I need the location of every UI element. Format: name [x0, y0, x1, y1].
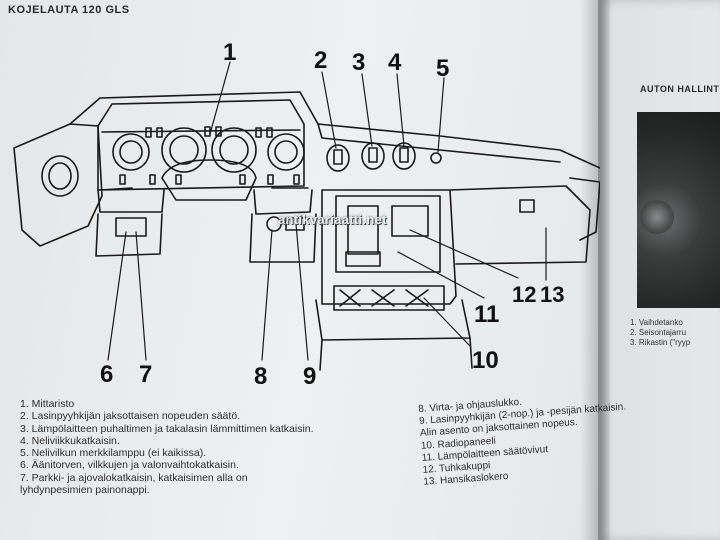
callout-2: 2 [314, 47, 327, 74]
legend-item-4: 4. Neliviikkukatkaisin. [20, 434, 120, 447]
gear-knob-photo [640, 200, 674, 234]
legend-left: 1. Mittaristo 2. Lasinpyyhkijän jaksotta… [20, 398, 320, 496]
callout-13: 13 [540, 282, 564, 307]
right-page-header: AUTON HALLINT [640, 84, 720, 94]
callout-12: 12 [512, 282, 536, 307]
legend-item-6: 6. Äänitorven, vilkkujen ja valonvaihtok… [20, 459, 239, 472]
callout-8: 8 [254, 363, 267, 390]
page-header: KOJELAUTA 120 GLS [8, 4, 130, 16]
callout-7: 7 [139, 361, 152, 388]
callout-4: 4 [388, 49, 402, 76]
callout-11: 11 [474, 301, 499, 328]
callout-1: 1 [223, 39, 236, 66]
watermark: antikvariaatti.net [278, 212, 387, 227]
callout-6: 6 [100, 361, 113, 388]
right-page-list: 1. Vaihdetanko 2. Seisontajarru 3. Rikas… [630, 318, 690, 348]
legend-item-7-cont: lyhdynpesimien painonappi. [20, 484, 150, 497]
callout-10: 10 [472, 347, 499, 374]
book-spine-shadow [580, 0, 610, 540]
callout-9: 9 [303, 363, 316, 390]
right-list-item: 2. Seisontajarru [630, 328, 687, 337]
legend-item-1: 1. Mittaristo [20, 398, 75, 410]
legend-right: 8. Virta- ja ohjauslukko. 9. Lasinpyyhki… [418, 392, 626, 489]
right-list-item: 3. Rikastin ("ryyp [630, 338, 691, 347]
legend-item-5: 5. Nelivilkun merkkilamppu (ei kaikissa)… [20, 447, 207, 460]
dashboard-diagram: 1 2 3 4 5 6 7 8 9 10 11 12 13 [13, 39, 600, 390]
legend-item-3: 3. Lämpölaitteen puhaltimen ja takalasin… [20, 422, 314, 435]
callout-5: 5 [436, 55, 449, 82]
callout-3: 3 [352, 49, 365, 76]
legend-item-7: 7. Parkki- ja ajovalokatkaisin, katkaisi… [20, 471, 248, 484]
right-list-item: 1. Vaihdetanko [630, 318, 683, 327]
legend-item-2: 2. Lasinpyyhkijän jaksottaisen nopeuden … [20, 410, 241, 423]
